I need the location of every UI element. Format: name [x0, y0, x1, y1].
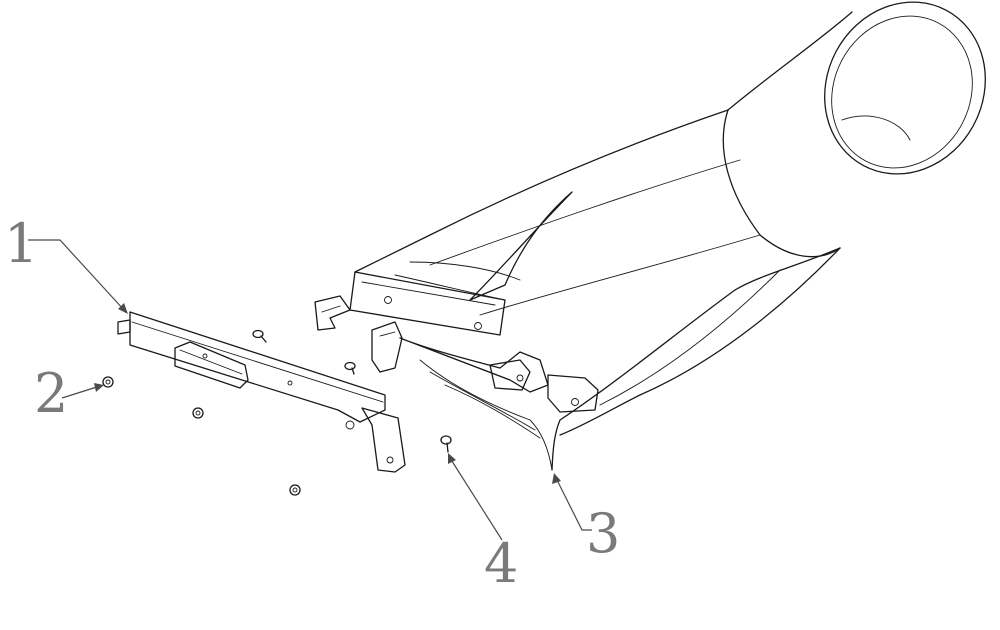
leader-2: [61, 383, 104, 399]
part-3-duct-assembly: [314, 1, 986, 471]
nut: [192, 407, 204, 419]
bolt: [440, 435, 452, 453]
leader-4: [448, 453, 503, 541]
callout-1: 1: [4, 212, 38, 275]
callout-4: 4: [484, 532, 518, 595]
part-4-bolts: [252, 329, 452, 453]
nut: [102, 376, 114, 388]
part-1-bracket: [117, 311, 406, 473]
bolt: [252, 329, 267, 343]
leader-1: [28, 239, 128, 314]
nut: [289, 484, 301, 496]
bolt: [344, 361, 356, 375]
callout-3: 3: [586, 502, 620, 565]
callout-2: 2: [34, 362, 68, 425]
part-2-nuts: [102, 376, 301, 496]
leader-3: [552, 473, 592, 531]
